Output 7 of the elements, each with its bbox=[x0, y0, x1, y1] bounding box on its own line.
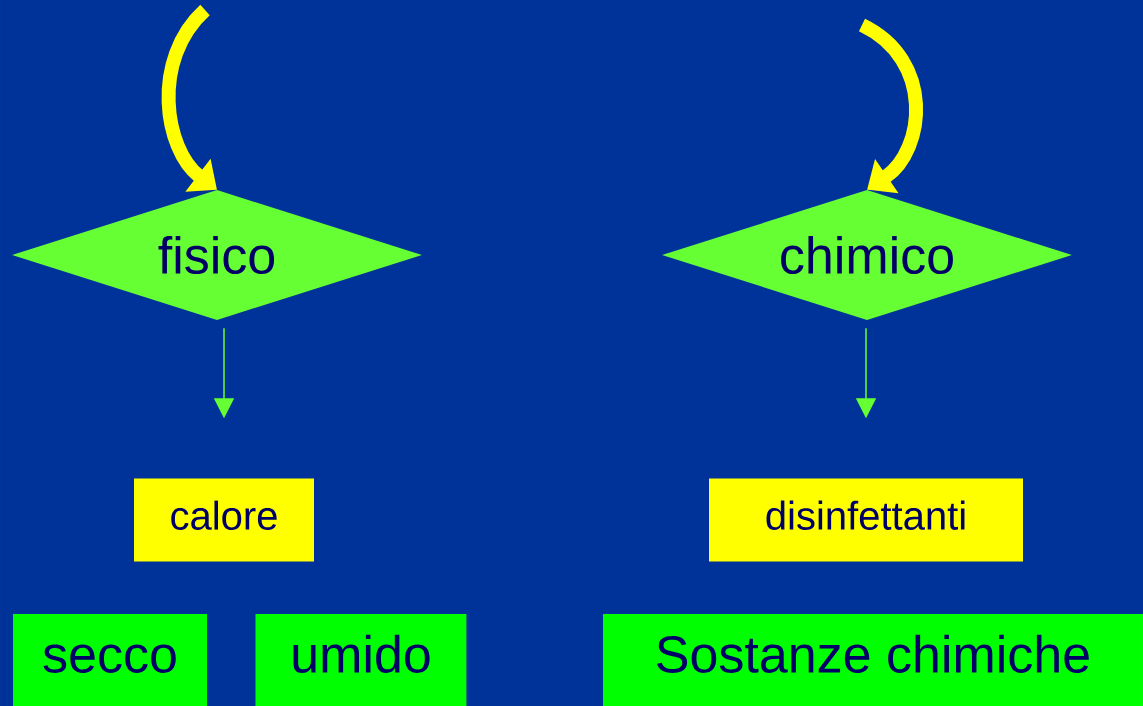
process-box: Sostanze chimiche bbox=[603, 614, 1143, 706]
arrow bbox=[161, 5, 217, 192]
process-box: disinfettanti bbox=[709, 478, 1023, 562]
process-box: secco bbox=[13, 614, 207, 706]
arrow bbox=[858, 18, 923, 194]
process-box: calore bbox=[134, 478, 314, 562]
process-box: umido bbox=[255, 614, 467, 706]
